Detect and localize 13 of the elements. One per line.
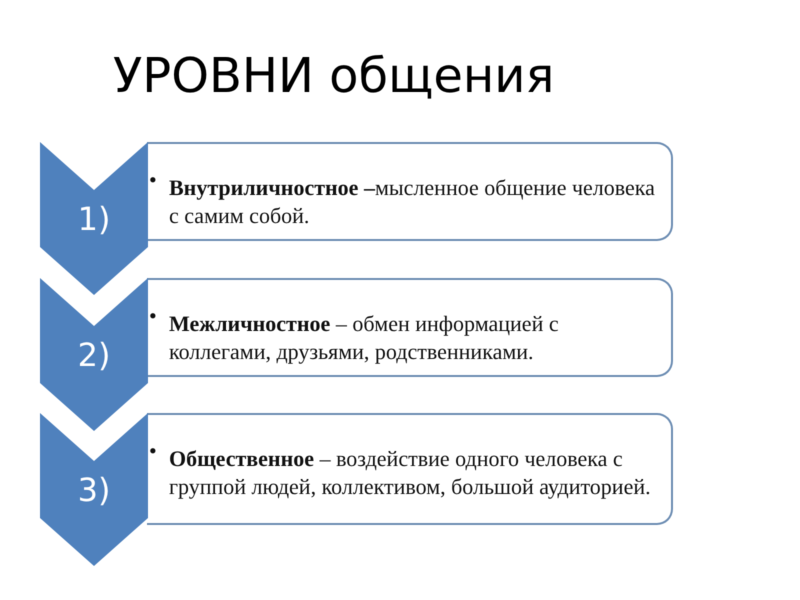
bullet-text: Общественное – воздействие одного человека с группой людей, коллективом, большой аудиторией. — [169, 445, 652, 501]
bullet-text: Межличностное – обмен информацией с коллегами, друзьями, родственниками. — [169, 310, 560, 366]
bullet-marker: • — [149, 437, 157, 465]
bullet-marker: • — [149, 302, 157, 330]
bullet-marker: • — [149, 166, 157, 194]
text-box — [147, 142, 673, 241]
step-number: 2) — [76, 336, 112, 374]
bullet-text: Внутриличностное –мысленное общение человека с самим собой. — [169, 174, 656, 230]
text-box — [147, 413, 673, 525]
step-number: 3) — [76, 471, 112, 509]
text-box — [147, 278, 673, 377]
title: УРОВНИ общения — [113, 48, 554, 104]
step-number: 1) — [76, 200, 112, 238]
